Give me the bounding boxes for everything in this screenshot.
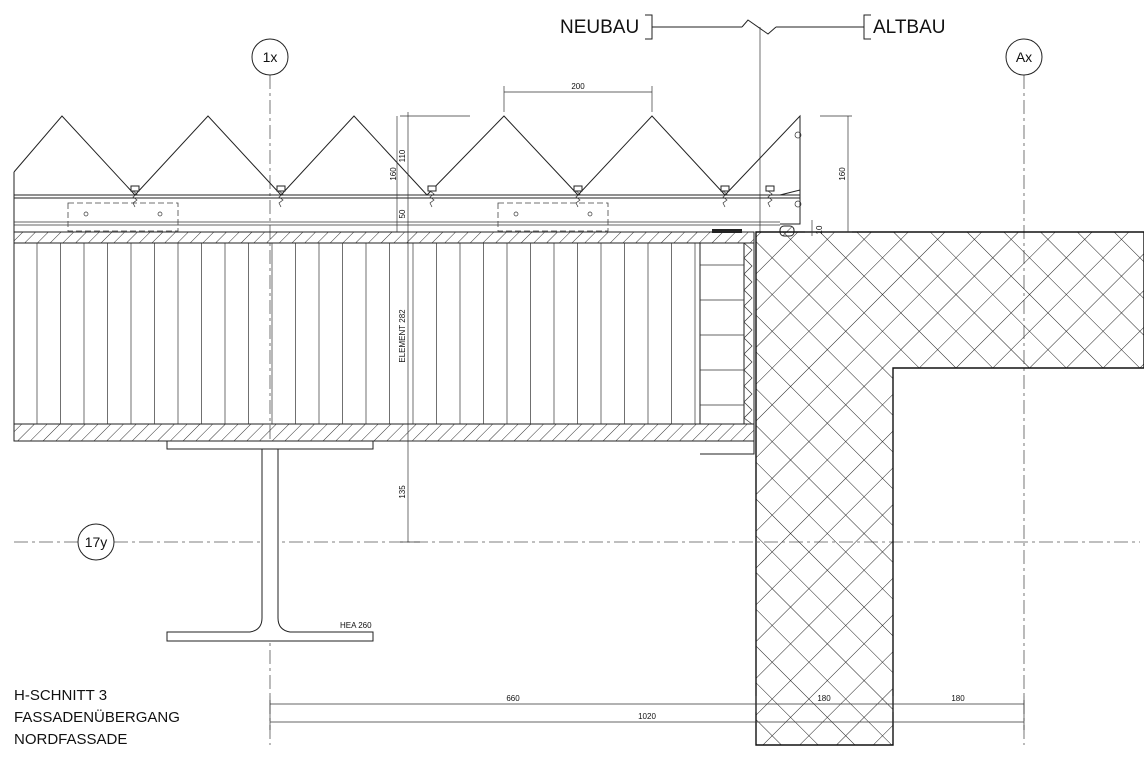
fastener-screws	[130, 131, 802, 208]
dim-50: 50	[398, 209, 407, 218]
dim-1020: 1020	[638, 712, 656, 721]
screw	[765, 185, 775, 208]
axis-label-ax: Ax	[1016, 49, 1032, 65]
dimension-lines: 200 160 110 50 ELEMENT 282 135 160 10 66…	[269, 82, 1025, 730]
dim-135: 135	[398, 485, 407, 499]
dim-660: 660	[506, 694, 520, 703]
title-line-1: H-SCHNITT 3	[14, 687, 107, 704]
screw	[427, 185, 437, 208]
profile-label: HEA 260	[340, 621, 372, 630]
dim-200: 200	[571, 82, 585, 91]
bracket-left	[67, 202, 179, 232]
label-neubau: NEUBAU	[560, 17, 639, 38]
dim-160-right: 160	[838, 167, 847, 181]
screw	[720, 185, 730, 208]
dim-110: 110	[398, 149, 407, 162]
top-layer	[13, 231, 755, 244]
screw	[276, 185, 286, 208]
element-ribs	[36, 243, 696, 424]
title-block: H-SCHNITT 3 FASSADENÜBERGANG NORDFASSADE	[14, 687, 180, 748]
bracket-right	[497, 202, 609, 232]
dim-180-a: 180	[817, 694, 831, 703]
screw	[130, 185, 140, 208]
title-line-3: NORDFASSADE	[14, 731, 127, 748]
dim-160-left: 160	[389, 167, 398, 181]
axis-bubble-ax: Ax	[1005, 38, 1043, 76]
axis-lines	[14, 75, 1140, 745]
dim-180-b: 180	[951, 694, 965, 703]
axis-label-1x: 1x	[263, 49, 278, 65]
building-boundary-marker: NEUBAU ALTBAU	[560, 14, 946, 232]
title-line-2: FASSADENÜBERGANG	[14, 708, 180, 726]
axis-bubble-17y: 17y	[77, 523, 115, 561]
label-altbau: ALTBAU	[873, 17, 946, 38]
bottom-layer	[13, 423, 755, 442]
axis-label-17y: 17y	[85, 534, 108, 550]
axis-bubble-1x: 1x	[251, 38, 289, 76]
steel-beam-hea260: HEA 260	[166, 440, 374, 642]
existing-concrete-wall	[755, 231, 1144, 746]
screw	[573, 185, 583, 208]
wall-element	[13, 225, 795, 455]
facade-cladding-profile	[13, 114, 801, 232]
dim-element: ELEMENT 282	[398, 309, 407, 363]
dim-10: 10	[815, 225, 824, 234]
insulation-core	[13, 242, 755, 425]
